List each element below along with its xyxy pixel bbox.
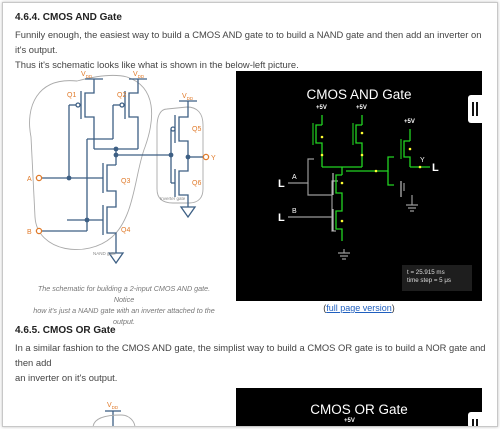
input-label-b: B	[27, 229, 32, 236]
section-heading-cmos-or: 4.6.5. CMOS OR Gate	[15, 325, 116, 336]
section-heading-cmos-and: 4.6.4. CMOS AND Gate	[15, 12, 122, 23]
supply-label: +5V	[344, 418, 355, 424]
transistor-label-q3: Q3	[121, 178, 130, 185]
input-b-toggle[interactable]: L	[278, 212, 285, 224]
drag-handle-icon[interactable]	[468, 95, 482, 123]
output-label-y: Y	[211, 155, 216, 162]
supply-label: +5V	[316, 105, 327, 111]
inverter-gate-label: Inverter gate	[160, 196, 186, 201]
simulator-title: CMOS AND Gate	[306, 87, 412, 102]
input-label-a: A	[27, 176, 32, 183]
caption-line: how it's just a NAND gate with an invert…	[33, 306, 215, 315]
caption-line: The schematic for building a 2-input CMO…	[37, 284, 211, 304]
sim-output-label-y: Y	[420, 157, 425, 164]
full-page-version-link[interactable]: full page version	[326, 303, 392, 313]
circuit-simulator-and[interactable]: CMOS AND Gate +5V +5V +5V	[236, 71, 482, 301]
simulator-title: CMOS OR Gate	[310, 402, 408, 417]
inverter-outline	[156, 106, 204, 204]
transistor-label-q4: Q4	[121, 227, 130, 234]
transistor-label-q2: Q2	[117, 92, 126, 99]
output-y-indicator: L	[432, 162, 439, 174]
circuit-simulator-or[interactable]: CMOS OR Gate +5V	[236, 388, 482, 426]
transistor-label-q1: Q1	[67, 92, 76, 99]
vdd-label: VDD	[81, 71, 93, 79]
paragraph-line: In a similar fashion to the CMOS AND gat…	[15, 342, 486, 368]
transistor-label-q5: Q5	[192, 126, 201, 133]
caption-line: output.	[113, 317, 135, 326]
section-paragraph-cmos-and: Funnily enough, the easiest way to build…	[15, 27, 489, 72]
nand-gate-label: NAND gate	[93, 251, 116, 256]
cmos-or-schematic: VDD	[92, 402, 136, 426]
sim-input-label-a: A	[292, 174, 297, 181]
paragraph-line: Thus it's schematic looks like what is s…	[15, 59, 299, 70]
supply-label: +5V	[356, 105, 367, 111]
supply-label: +5V	[404, 119, 415, 125]
simulation-time-readout: t = 25.915 ms time step = 5 μs	[402, 265, 472, 291]
sim-input-label-b: B	[292, 208, 297, 215]
time-step-readout: time step = 5 μs	[407, 277, 451, 284]
simulator-circuit: +5V +5V +5V	[278, 105, 439, 260]
transistor-label-q6: Q6	[192, 180, 201, 187]
vdd-label: VDD	[133, 71, 145, 79]
paragraph-line: Funnily enough, the easiest way to build…	[15, 29, 482, 55]
cmos-and-schematic: VDD VDD VDD Q1 Q2 Q3 Q4 Q5 Q6 A B Y NAND…	[27, 71, 216, 265]
input-a-toggle[interactable]: L	[278, 178, 285, 190]
nand-gate-outline	[29, 74, 153, 250]
paragraph-line: an inverter on it's output.	[15, 372, 118, 383]
time-readout: t = 25.915 ms	[407, 269, 445, 276]
vdd-label: VDD	[182, 93, 194, 101]
drag-handle-icon[interactable]	[468, 412, 482, 426]
vdd-label: VDD	[107, 402, 119, 410]
section-paragraph-cmos-or: In a similar fashion to the CMOS AND gat…	[15, 340, 489, 385]
full-page-link-row: (full page version)	[323, 303, 395, 313]
schematic-caption: The schematic for building a 2-input CMO…	[29, 283, 219, 327]
